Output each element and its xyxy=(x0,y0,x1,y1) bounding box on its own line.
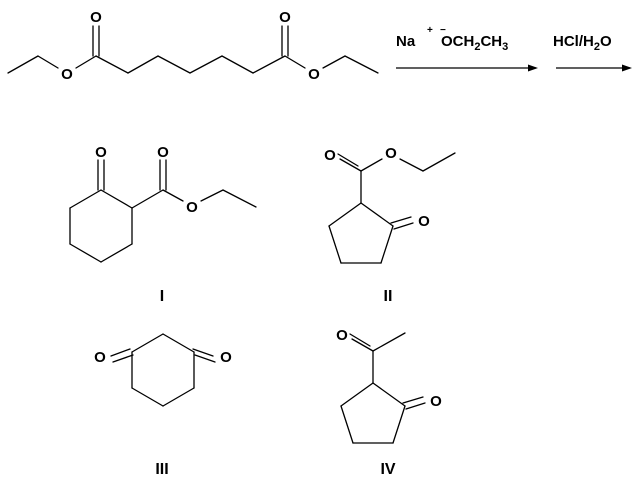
bond xyxy=(393,222,414,230)
option-label-2: II xyxy=(384,288,393,305)
bond xyxy=(7,55,39,74)
bond xyxy=(340,405,354,444)
reaction-step-1: Na + − OCH2CH3 xyxy=(396,25,538,72)
option-label-3: III xyxy=(155,461,168,478)
bond xyxy=(222,189,257,208)
atom-oxygen: O xyxy=(430,393,442,410)
atom-oxygen: O xyxy=(157,144,169,161)
structure-option-2: O O O II xyxy=(324,145,456,305)
bond xyxy=(162,333,195,353)
anion-charge: − xyxy=(440,25,446,36)
bond xyxy=(69,189,102,209)
bond xyxy=(221,55,254,74)
atom-oxygen: O xyxy=(336,327,348,344)
bond xyxy=(284,55,306,69)
bond xyxy=(112,354,134,363)
atom-oxygen: O xyxy=(279,9,291,26)
atom-oxygen: O xyxy=(418,213,430,230)
bond xyxy=(75,55,97,69)
bond xyxy=(157,55,191,74)
reagent-step-2: HCl/H2O xyxy=(553,33,612,53)
bond xyxy=(252,55,286,74)
atom-oxygen: O xyxy=(385,145,397,162)
bond xyxy=(351,338,374,352)
bond xyxy=(402,396,424,404)
reagent-cation: Na xyxy=(396,33,416,50)
structure-option-4: O O IV xyxy=(336,327,442,478)
bond xyxy=(127,55,159,74)
bond xyxy=(110,348,131,357)
bond xyxy=(380,225,394,264)
atom-oxygen: O xyxy=(324,147,336,164)
reagent-anion: OCH2CH3 xyxy=(441,33,508,53)
bond xyxy=(162,387,195,407)
reaction-step-2: HCl/H2O xyxy=(553,33,632,72)
bond xyxy=(162,189,184,202)
arrowhead xyxy=(528,64,538,72)
bond xyxy=(349,333,371,347)
bond xyxy=(422,152,456,172)
bond xyxy=(372,382,406,407)
structure-option-3: O O III xyxy=(94,333,232,478)
arrowhead xyxy=(622,64,632,72)
bond xyxy=(344,55,379,74)
bond xyxy=(390,216,412,224)
bond xyxy=(131,387,164,407)
bond xyxy=(328,225,342,264)
bond xyxy=(328,202,362,227)
bond xyxy=(339,158,362,172)
structure-option-1: O O O I xyxy=(69,144,257,305)
atom-oxygen: O xyxy=(186,199,198,216)
bond xyxy=(372,332,406,352)
bond xyxy=(131,189,164,209)
bond xyxy=(189,55,223,74)
atom-oxygen: O xyxy=(94,349,106,366)
option-label-4: IV xyxy=(380,461,395,478)
option-label-1: I xyxy=(160,288,164,305)
bond xyxy=(69,243,102,263)
bond xyxy=(37,55,59,69)
reagent-step-1: Na xyxy=(396,33,416,50)
bond xyxy=(340,382,374,407)
bond xyxy=(100,243,133,263)
bond xyxy=(360,158,383,172)
starting-diester: O O O O xyxy=(7,9,379,83)
bond xyxy=(131,333,164,353)
bond xyxy=(322,55,346,69)
bond xyxy=(200,189,224,202)
atom-oxygen: O xyxy=(61,66,73,83)
bond xyxy=(95,55,129,74)
atom-oxygen: O xyxy=(90,9,102,26)
atom-oxygen: O xyxy=(95,144,107,161)
cation-charge: + xyxy=(427,25,433,36)
bond xyxy=(392,405,406,444)
bond xyxy=(399,158,424,172)
atom-oxygen: O xyxy=(308,66,320,83)
bond xyxy=(337,153,359,167)
atom-oxygen: O xyxy=(220,349,232,366)
bond xyxy=(360,202,394,227)
bond xyxy=(194,354,216,363)
bond xyxy=(405,402,426,410)
bond xyxy=(100,189,133,209)
bond xyxy=(192,348,214,357)
